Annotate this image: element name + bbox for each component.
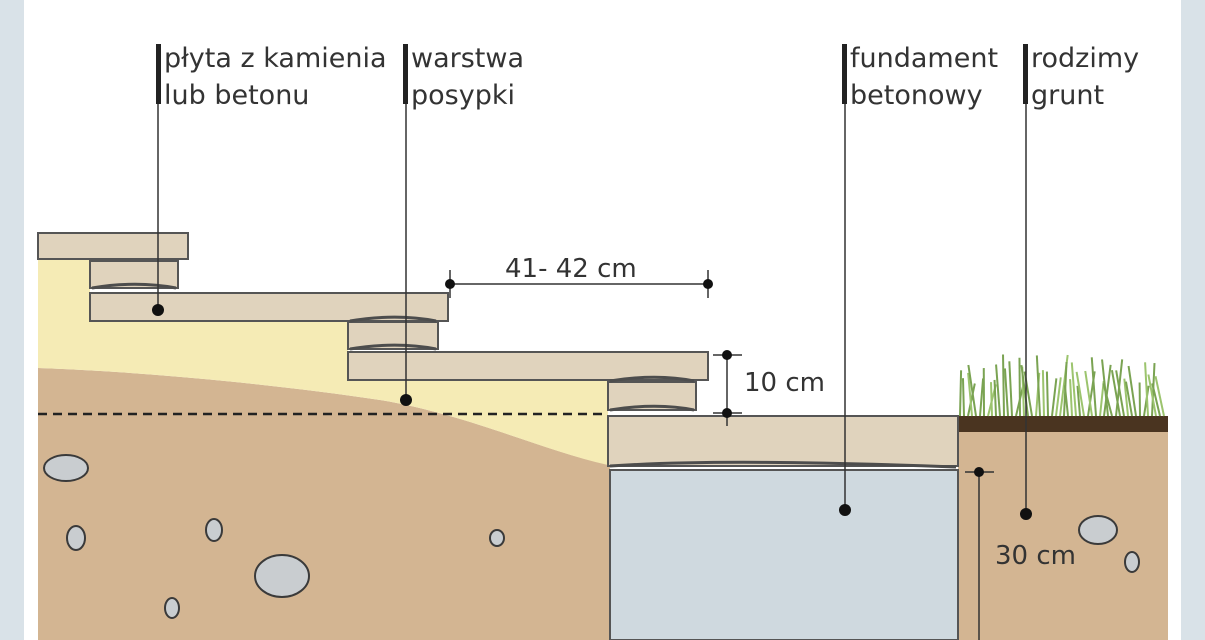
grass-blade <box>967 364 977 417</box>
grass-blade <box>1123 378 1129 417</box>
soil-left <box>38 368 610 640</box>
topsoil-strip <box>958 416 1168 432</box>
grass-blade <box>1020 364 1029 417</box>
label-bedding-line1: warstwa <box>411 43 524 74</box>
grass-blade <box>1035 355 1041 417</box>
grass-blade <box>1090 357 1097 417</box>
label-soil-line1: rodzimy <box>1031 43 1139 74</box>
anchor-dots <box>152 304 1032 520</box>
grass-blade <box>1070 362 1077 417</box>
label-bar <box>156 44 161 104</box>
mortar-joint <box>609 375 695 383</box>
grass-blade <box>989 382 993 417</box>
slab-tread-2 <box>347 351 709 381</box>
mortar-joint <box>349 315 437 323</box>
grass-blade <box>1103 364 1112 417</box>
stone <box>205 518 223 542</box>
grass-blade <box>1051 378 1058 417</box>
anchor-dot <box>1020 508 1032 520</box>
grass-blade <box>1003 368 1009 417</box>
dimension-dot <box>722 350 732 360</box>
dimension-dot <box>722 408 732 418</box>
dimension-dot <box>974 467 984 477</box>
grass-blade <box>993 379 997 417</box>
leader-lines <box>157 104 1027 514</box>
stone <box>1124 551 1140 573</box>
stone <box>164 597 180 619</box>
grass-blade <box>1084 370 1093 417</box>
grass-blade <box>1055 377 1062 417</box>
grass-blade <box>1063 385 1069 417</box>
grass-blade <box>961 378 965 417</box>
grass-blade <box>1124 381 1133 417</box>
slabs <box>37 232 959 467</box>
slab-top <box>37 232 189 260</box>
grass-blade <box>959 370 963 417</box>
mortar-joint <box>609 404 695 412</box>
stone <box>66 525 86 551</box>
grass-blade <box>1147 374 1157 417</box>
dimension-foundation-depth-label: 30 cm <box>995 541 1076 571</box>
mortar-joint <box>349 343 437 351</box>
stone <box>43 454 89 482</box>
dimension-tread-depth-label: 41- 42 cm <box>505 254 637 284</box>
stone <box>1078 515 1118 545</box>
label-bedding-line2: posypki <box>411 80 515 111</box>
grass-blade <box>1151 383 1161 417</box>
label-soil-line2: grunt <box>1031 80 1104 111</box>
grass-blade <box>1115 370 1125 417</box>
dimension-dot <box>703 279 713 289</box>
label-bar <box>403 44 408 104</box>
label-bar <box>842 44 847 104</box>
anchor-dot <box>839 504 851 516</box>
label-bar <box>1023 44 1028 104</box>
mortar-joint <box>91 282 177 290</box>
dimension-riser-height-label: 10 cm <box>744 368 825 398</box>
grass-blade <box>967 372 973 417</box>
stones <box>43 454 1140 619</box>
grass-blade <box>1045 371 1049 417</box>
grass-blade <box>1127 365 1137 417</box>
mortar-joints <box>91 282 957 469</box>
grass-blade <box>1087 371 1096 417</box>
anchor-dot <box>400 394 412 406</box>
grass-blade <box>1069 379 1073 417</box>
grass-blade <box>1075 371 1085 417</box>
grass-blade <box>1008 361 1013 417</box>
concrete-foundation <box>609 469 959 640</box>
stone <box>254 554 310 598</box>
grass-blade <box>995 364 1001 417</box>
soil-right <box>958 418 1168 640</box>
grass-blade <box>1102 383 1113 417</box>
dimension-dot <box>445 279 455 289</box>
grass-blade <box>1076 385 1081 417</box>
label-slab-line1: płyta z kamienia <box>164 43 387 74</box>
label-bars <box>156 44 1028 104</box>
grass-blade <box>1023 371 1033 417</box>
mortar-joint <box>609 460 957 469</box>
grass-blade <box>1110 370 1121 417</box>
grass-blade <box>1035 372 1041 417</box>
label-foundation-line1: fundament <box>850 43 998 74</box>
slab-landing <box>607 415 959 467</box>
grass-blade <box>1018 357 1021 417</box>
grass-blade <box>1059 354 1069 417</box>
anchor-dot <box>152 304 164 316</box>
grass-blade <box>1154 376 1165 417</box>
stone <box>489 529 505 547</box>
label-slab-line2: lub betonu <box>164 80 309 111</box>
label-foundation-line2: betonowy <box>850 80 983 111</box>
grass-blade <box>1002 354 1005 417</box>
grass <box>959 354 1165 417</box>
grass-blade <box>1144 362 1149 417</box>
grass-blade <box>1041 370 1045 417</box>
